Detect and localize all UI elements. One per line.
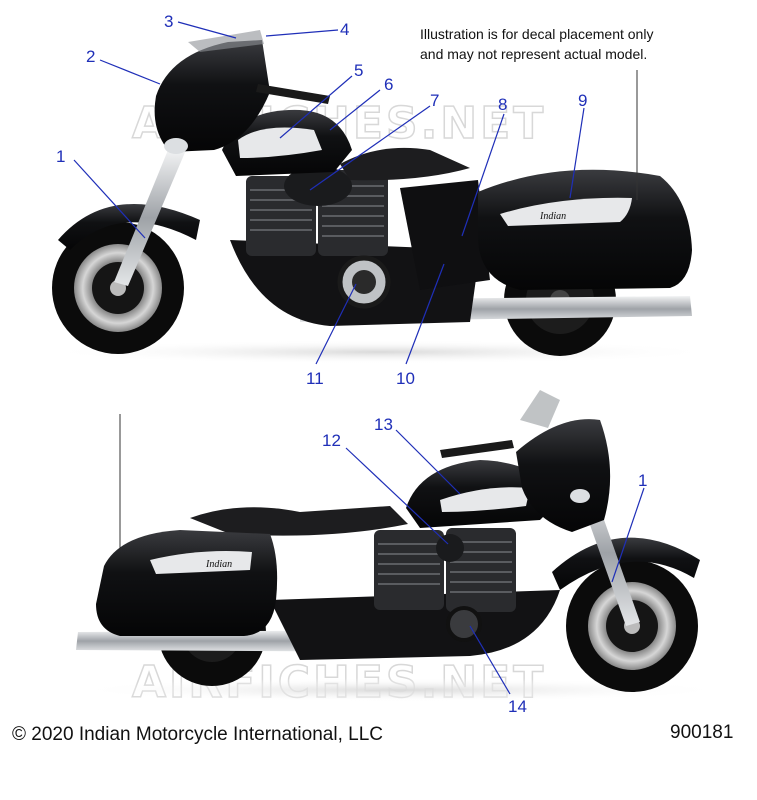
seat-bottom (190, 506, 408, 536)
disclaimer-note: Illustration is for decal placement only… (420, 24, 720, 64)
callout-5: 5 (354, 61, 363, 80)
callout-3: 3 (164, 12, 173, 31)
callout-2: 2 (86, 47, 95, 66)
tank-decal (238, 127, 322, 158)
callout-9: 9 (578, 91, 587, 110)
fairing (154, 40, 270, 152)
callouts-bottom: 12 13 1 14 (322, 415, 647, 716)
saddlebag-bottom (96, 530, 278, 636)
tank-decal-bottom (440, 487, 530, 512)
saddlebag-decal (500, 197, 632, 226)
callout-14: 14 (508, 697, 527, 716)
callout-13: 13 (374, 415, 393, 434)
fairing-bottom (516, 419, 611, 532)
callout-8: 8 (498, 95, 507, 114)
motorcycle-right-side: Indian (70, 390, 730, 702)
engine-bottom (374, 528, 516, 642)
saddlebag-decal-bottom (150, 551, 252, 574)
motorcycle-left-side: Indian (40, 30, 720, 364)
callout-6: 6 (384, 75, 393, 94)
disclaimer-line-1: Illustration is for decal placement only (420, 26, 654, 42)
saddlebag-badge-text-bottom: Indian (205, 559, 232, 570)
copyright-text: © 2020 Indian Motorcycle International, … (12, 724, 383, 745)
seat (340, 147, 470, 181)
engine-cover-emblem (446, 606, 482, 642)
callout-12: 12 (322, 431, 341, 450)
callout-11: 11 (306, 369, 324, 388)
callout-7: 7 (430, 91, 439, 110)
callout-4: 4 (340, 20, 349, 39)
disclaimer-line-2: and may not represent actual model. (420, 46, 648, 62)
callout-10: 10 (396, 369, 415, 388)
callout-1-bottom: 1 (638, 471, 647, 490)
callouts-top: 1 2 3 4 5 6 7 8 9 10 11 (56, 12, 587, 388)
part-number: 900181 (670, 722, 734, 743)
callout-1: 1 (56, 147, 65, 166)
saddlebag (478, 169, 692, 290)
saddlebag-badge-text: Indian (539, 211, 566, 222)
engine (246, 166, 391, 309)
